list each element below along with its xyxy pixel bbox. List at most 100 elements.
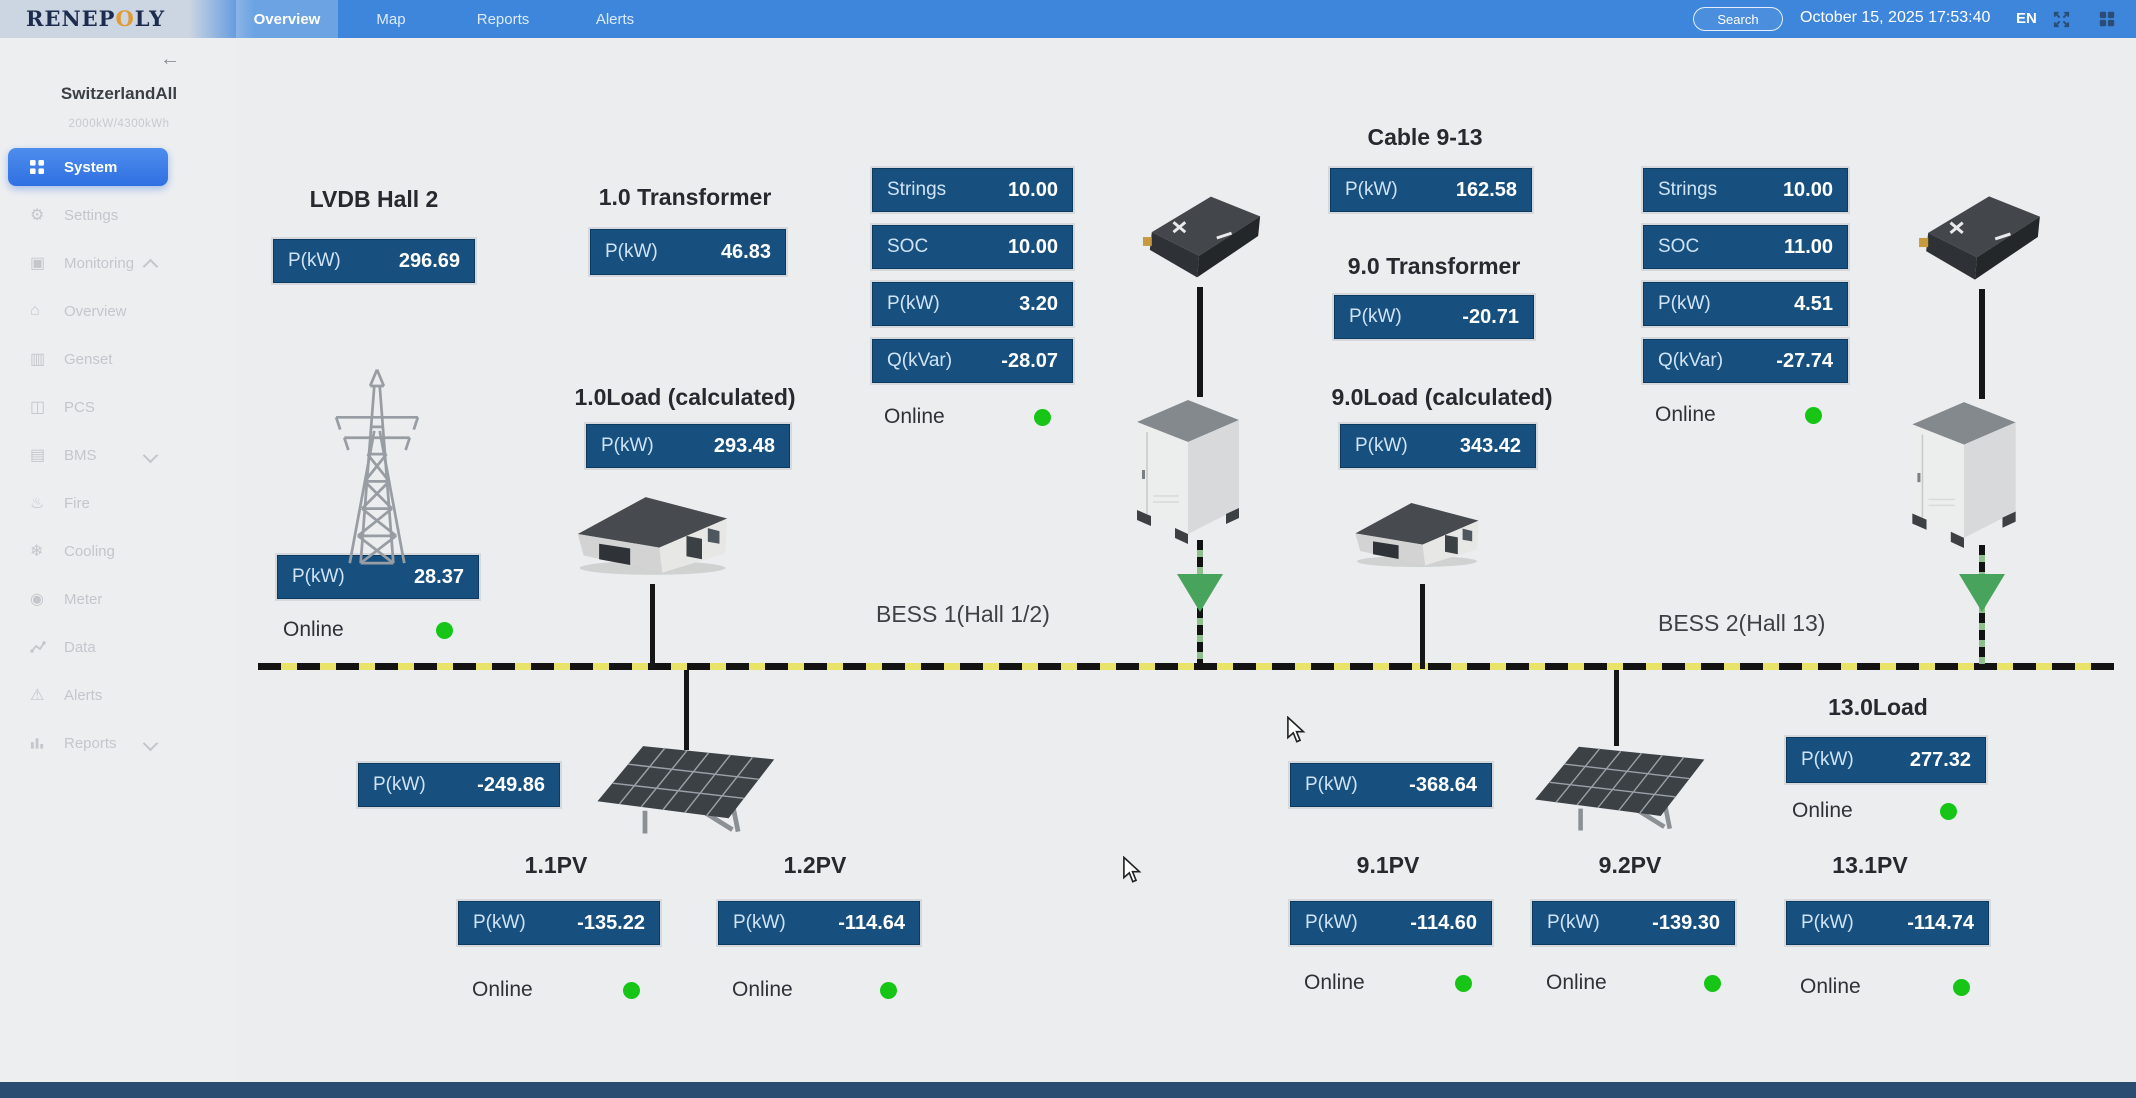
pv92-status: Online bbox=[1546, 971, 1721, 995]
bess1-reactive-box[interactable]: Q(kVar) -28.07 bbox=[872, 339, 1073, 383]
transmission-tower-image[interactable] bbox=[293, 356, 461, 574]
battery-cabinet-image[interactable] bbox=[1906, 394, 2023, 551]
node-title-transformer9: 9.0 Transformer bbox=[1347, 253, 1521, 279]
battery-cabinet-image[interactable] bbox=[1131, 392, 1246, 547]
transformer9-power-box[interactable]: P(kW) -20.71 bbox=[1334, 295, 1534, 339]
search-button[interactable]: Search bbox=[1693, 7, 1783, 31]
sidebar-item-reports[interactable]: Reports bbox=[0, 719, 238, 767]
sidebar-item-genset[interactable]: ▥ Genset bbox=[30, 350, 113, 369]
sidebar-item-data[interactable]: Data bbox=[0, 623, 238, 671]
bess2-soc-box[interactable]: SOC 11.00 bbox=[1643, 225, 1848, 269]
load13-power-box[interactable]: P(kW) 277.32 bbox=[1786, 737, 1986, 783]
online-dot bbox=[1805, 406, 1822, 424]
chevron-up-icon bbox=[142, 258, 159, 274]
top-navbar: RENEPOLY Overview Map Reports Alerts Sea… bbox=[0, 0, 2136, 38]
house-image[interactable] bbox=[570, 486, 735, 581]
sidebar-collapse-icon[interactable]: ← bbox=[160, 48, 180, 70]
sidebar-item-monitoring[interactable]: ▣ Monitoring bbox=[0, 239, 238, 287]
sidebar-item-settings[interactable]: ⚙ Settings bbox=[30, 206, 119, 225]
solar-panel-image[interactable] bbox=[588, 734, 778, 838]
bess1-power-box[interactable]: P(kW) 3.20 bbox=[872, 282, 1073, 326]
bess2-flow-arrow bbox=[1959, 574, 2005, 612]
brand-logo[interactable]: RENEPOLY bbox=[26, 6, 166, 31]
reports-icon bbox=[30, 736, 64, 750]
language-selector[interactable]: EN bbox=[2016, 10, 2037, 27]
bess2-strings-box[interactable]: Strings 10.00 bbox=[1643, 168, 1848, 212]
lvdb-power-box[interactable]: P(kW) 296.69 bbox=[273, 239, 475, 283]
bess2-power-box[interactable]: P(kW) 4.51 bbox=[1643, 282, 1848, 326]
bess2-label: BESS 2(Hall 13) bbox=[1658, 610, 1826, 636]
fire-icon: ♨ bbox=[30, 495, 45, 512]
gear-icon: ⚙ bbox=[30, 207, 45, 224]
fullscreen-icon[interactable] bbox=[2052, 10, 2071, 29]
bess2-status: Online bbox=[1655, 403, 1822, 427]
sidebar-item-bms[interactable]: ▤ BMS bbox=[0, 431, 238, 479]
main-busbar bbox=[258, 663, 2114, 670]
load1-power-box[interactable]: P(kW) 293.48 bbox=[586, 424, 790, 468]
load9-power-box[interactable]: P(kW) 343.42 bbox=[1340, 424, 1536, 468]
sidebar-item-system[interactable]: System bbox=[8, 148, 168, 186]
node-title-cable913: Cable 9-13 bbox=[1367, 124, 1483, 150]
pv12-power-box[interactable]: P(kW) -114.64 bbox=[718, 901, 920, 945]
tab-map[interactable]: Map bbox=[376, 10, 406, 28]
pv91-status: Online bbox=[1304, 971, 1472, 995]
online-dot bbox=[1704, 974, 1721, 992]
grid-icon bbox=[30, 160, 64, 174]
online-dot bbox=[1953, 978, 1970, 996]
sidebar-menu: System ⚙ Settings ▣ Monitoring ⌂ Overvie… bbox=[0, 143, 238, 767]
node-title-load1: 1.0Load (calculated) bbox=[574, 384, 796, 410]
apps-grid-icon[interactable] bbox=[2098, 10, 2116, 28]
pv11-status: Online bbox=[472, 978, 640, 1002]
pv-feeder1-power-box[interactable]: P(kW) -249.86 bbox=[358, 763, 560, 807]
meter-icon: ◉ bbox=[30, 591, 44, 608]
site-name: SwitzerlandAll bbox=[60, 84, 178, 103]
logo-o-mark: O bbox=[115, 6, 135, 31]
node-title-load9: 9.0Load (calculated) bbox=[1331, 384, 1553, 410]
cooling-icon: ❄ bbox=[30, 543, 44, 560]
alerts-icon: ⚠ bbox=[30, 687, 45, 704]
site-capacity: 2000kW/4300kWh bbox=[68, 118, 170, 130]
tab-reports[interactable]: Reports bbox=[476, 10, 530, 28]
battery-module-image[interactable] bbox=[1140, 190, 1268, 290]
bms-icon: ▤ bbox=[30, 447, 46, 464]
data-icon bbox=[30, 640, 64, 654]
node-title-lvdb: LVDB Hall 2 bbox=[309, 186, 439, 212]
home-icon: ⌂ bbox=[30, 302, 40, 319]
datetime-display: October 15, 2025 17:53:40 bbox=[1800, 9, 1991, 26]
house-image[interactable] bbox=[1349, 492, 1485, 574]
bess1-status: Online bbox=[884, 405, 1051, 429]
bess1-module-cable bbox=[1197, 287, 1203, 397]
node-title-pv91: 9.1PV bbox=[1356, 852, 1420, 878]
pv11-power-box[interactable]: P(kW) -135.22 bbox=[458, 901, 660, 945]
tab-alerts[interactable]: Alerts bbox=[595, 10, 635, 28]
pv91-power-box[interactable]: P(kW) -114.60 bbox=[1290, 901, 1492, 945]
pv12-status: Online bbox=[732, 978, 897, 1002]
bess2-reactive-box[interactable]: Q(kVar) -27.74 bbox=[1643, 339, 1848, 383]
pv92-power-box[interactable]: P(kW) -139.30 bbox=[1532, 901, 1735, 945]
solar-panel-image[interactable] bbox=[1526, 734, 1708, 836]
sidebar-item-fire[interactable]: ♨ Fire bbox=[30, 494, 90, 513]
sidebar-item-meter[interactable]: ◉ Meter bbox=[30, 590, 103, 609]
transformer1-power-box[interactable]: P(kW) 46.83 bbox=[590, 229, 786, 275]
sidebar-item-overview[interactable]: ⌂ Overview bbox=[30, 302, 127, 320]
pv-feeder9-power-box[interactable]: P(kW) -368.64 bbox=[1290, 763, 1492, 807]
battery-module-image[interactable] bbox=[1916, 190, 2048, 292]
online-dot bbox=[880, 981, 897, 999]
pv131-power-box[interactable]: P(kW) -114.74 bbox=[1786, 901, 1989, 945]
pv131-status: Online bbox=[1800, 975, 1970, 999]
online-dot bbox=[1940, 802, 1957, 820]
chevron-down-icon bbox=[142, 447, 159, 463]
load13-status: Online bbox=[1792, 799, 1957, 823]
sidebar-item-cooling[interactable]: ❄ Cooling bbox=[30, 542, 115, 561]
node-title-transformer1: 1.0 Transformer bbox=[598, 184, 772, 210]
sidebar-item-alerts[interactable]: ⚠ Alerts bbox=[30, 686, 103, 705]
cable913-power-box[interactable]: P(kW) 162.58 bbox=[1330, 168, 1532, 212]
tab-overview[interactable]: Overview bbox=[236, 0, 338, 38]
bess1-flow-arrow bbox=[1177, 574, 1223, 612]
sidebar-item-pcs[interactable]: ◫ PCS bbox=[30, 398, 95, 417]
online-dot bbox=[436, 621, 453, 639]
bess1-soc-box[interactable]: SOC 10.00 bbox=[872, 225, 1073, 269]
bess1-strings-box[interactable]: Strings 10.00 bbox=[872, 168, 1073, 212]
logo-strip bbox=[0, 0, 255, 38]
